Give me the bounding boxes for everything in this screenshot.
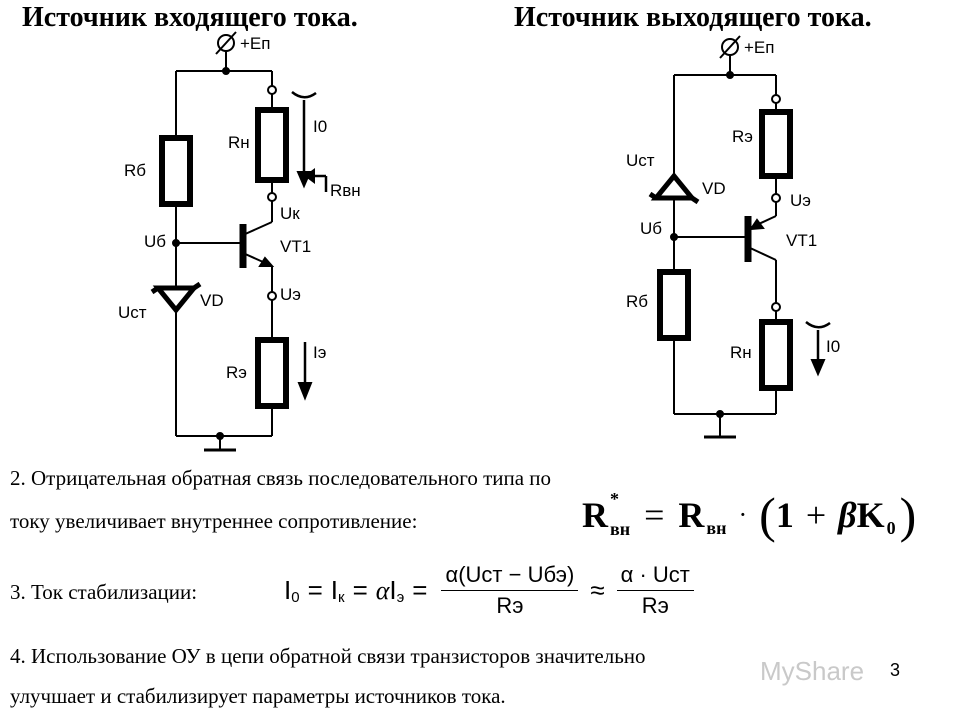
f2-eq3: = xyxy=(412,575,428,605)
left-rn-terminal-bottom xyxy=(267,192,277,202)
left-supply-label: +Eп xyxy=(240,34,270,53)
watermark: MyShare xyxy=(760,656,865,686)
f2-i0-sub: 0 xyxy=(291,589,300,606)
left-vt-label: VT1 xyxy=(280,237,311,256)
title-outgoing-source: Источник выходящего тока. xyxy=(514,2,872,33)
f2-numerator-2: α · Uст xyxy=(616,562,694,591)
left-emitter-arrow xyxy=(258,256,275,267)
right-rn-resistor xyxy=(759,319,793,391)
right-re-label: Rэ xyxy=(732,127,753,146)
right-vd-label: VD xyxy=(702,179,726,198)
f2-fraction-1: α(Uст − Uбэ) Rэ xyxy=(441,562,579,619)
f2-fraction-2: α · Uст Rэ xyxy=(616,562,694,619)
formula-internal-resistance: R * вн = R вн · ( 1 + β K 0 ) xyxy=(582,490,916,540)
left-supply-terminal-slash xyxy=(215,31,237,55)
f2-alpha: α xyxy=(375,575,390,605)
right-zener-diode xyxy=(650,172,698,201)
f1-close-paren: ) xyxy=(899,487,917,543)
right-ub-label: Uб xyxy=(640,219,662,238)
f2-ik-sub: к xyxy=(338,589,345,606)
right-circuit xyxy=(648,35,831,439)
left-vd-label: VD xyxy=(200,291,224,310)
left-ub-label: Uб xyxy=(144,232,166,251)
left-ie-arrow-head xyxy=(297,382,313,401)
left-rn-label: Rн xyxy=(228,133,250,152)
left-rvn-label: Rвн xyxy=(330,181,361,200)
f1-r: R xyxy=(678,495,705,535)
left-ust-label: Uст xyxy=(118,303,147,322)
right-transistor-collector xyxy=(747,246,777,261)
left-rn-resistor xyxy=(255,107,289,183)
f1-k: K xyxy=(856,495,885,535)
left-rvn-arrow-head xyxy=(304,168,315,184)
page-number: 3 xyxy=(890,660,901,680)
f1-eq: = xyxy=(644,495,665,535)
f2-ie-sub: э xyxy=(396,589,405,606)
left-re-terminal xyxy=(267,291,277,301)
f1-one: 1 xyxy=(775,495,794,535)
right-rb-resistor xyxy=(657,269,691,341)
f1-r-sub: вн xyxy=(706,517,727,538)
right-ue-label: Uэ xyxy=(790,191,811,210)
right-rb-label: Rб xyxy=(626,292,648,311)
f2-ik: I xyxy=(330,575,338,605)
left-ie-label: Iэ xyxy=(313,343,326,362)
f1-open-paren: ( xyxy=(759,487,776,543)
left-re-label: Rэ xyxy=(226,363,247,382)
left-rb-label: Rб xyxy=(124,161,146,180)
left-circuit-labels: +Eп Rб Rн I0 Rвн Uк Uб VT1 Uэ Uст VD Iэ … xyxy=(118,34,361,382)
f2-eq2: = xyxy=(352,575,368,605)
left-i0-label: I0 xyxy=(313,117,327,136)
left-uk-label: Uк xyxy=(280,204,300,223)
right-i0-label: I0 xyxy=(826,337,840,356)
left-circuit xyxy=(150,31,328,452)
f1-lhs-sup: * xyxy=(610,489,619,509)
left-re-resistor xyxy=(255,337,289,409)
f2-ie: I xyxy=(389,575,397,605)
f1-k-sub: 0 xyxy=(886,517,896,538)
point-2-line-1: 2. Отрицательная обратная связь последов… xyxy=(10,466,552,490)
right-re-resistor xyxy=(759,109,793,179)
circuit-diagrams: +Eп Rб Rн I0 Rвн Uк Uб VT1 Uэ Uст VD Iэ … xyxy=(118,31,840,452)
right-ust-label: Uст xyxy=(626,151,655,170)
point-3: 3. Ток стабилизации: xyxy=(10,580,198,604)
point-4-line-2: улучшает и стабилизирует параметры источ… xyxy=(10,684,506,708)
right-rn-label: Rн xyxy=(730,343,752,362)
right-supply-label: +Eп xyxy=(744,38,774,57)
right-i0-hook xyxy=(805,321,831,329)
right-supply-terminal-slash xyxy=(719,35,741,59)
f2-denominator-2: Rэ xyxy=(641,593,669,618)
right-rn-terminal xyxy=(771,302,781,312)
left-ue-label: Uэ xyxy=(280,285,301,304)
f2-approx: ≈ xyxy=(590,575,605,605)
right-emitter-arrow xyxy=(749,218,765,231)
f1-beta: β xyxy=(838,495,857,535)
f2-eq1: = xyxy=(307,575,323,605)
left-zener-diode xyxy=(152,285,200,314)
f1-dot: · xyxy=(738,500,748,529)
f2-i0: I xyxy=(284,575,292,605)
right-circuit-labels: +Eп Rэ Uст VD Uэ Uб VT1 Rб Rн I0 xyxy=(626,38,840,362)
title-incoming-source: Источник входящего тока. xyxy=(22,2,358,33)
f1-plus: + xyxy=(805,495,827,535)
f2-numerator-1: α(Uст − Uбэ) xyxy=(441,562,579,591)
right-re-terminal-bottom xyxy=(771,193,781,203)
point-4-line-1: 4. Использование ОУ в цепи обратной связ… xyxy=(10,644,646,668)
right-i0-arrow-head xyxy=(810,359,826,377)
formula-stabilization-current: I 0 = I к = α I э = α(Uст − Uбэ) Rэ ≈ α … xyxy=(284,562,700,619)
left-rn-terminal-top xyxy=(267,85,277,95)
left-transistor-collector xyxy=(242,221,273,236)
point-2-line-2: току увеличивает внутреннее сопротивлени… xyxy=(10,509,418,533)
left-rb-resistor xyxy=(159,135,193,207)
left-zener-bar xyxy=(150,281,202,295)
left-i0-hook xyxy=(291,91,317,99)
f1-lhs-sub: вн xyxy=(610,519,631,539)
f2-denominator-1: Rэ xyxy=(496,593,524,618)
f1-lhs-r: R xyxy=(582,495,608,535)
right-re-terminal-top xyxy=(771,94,781,104)
right-vt-label: VT1 xyxy=(786,231,817,250)
